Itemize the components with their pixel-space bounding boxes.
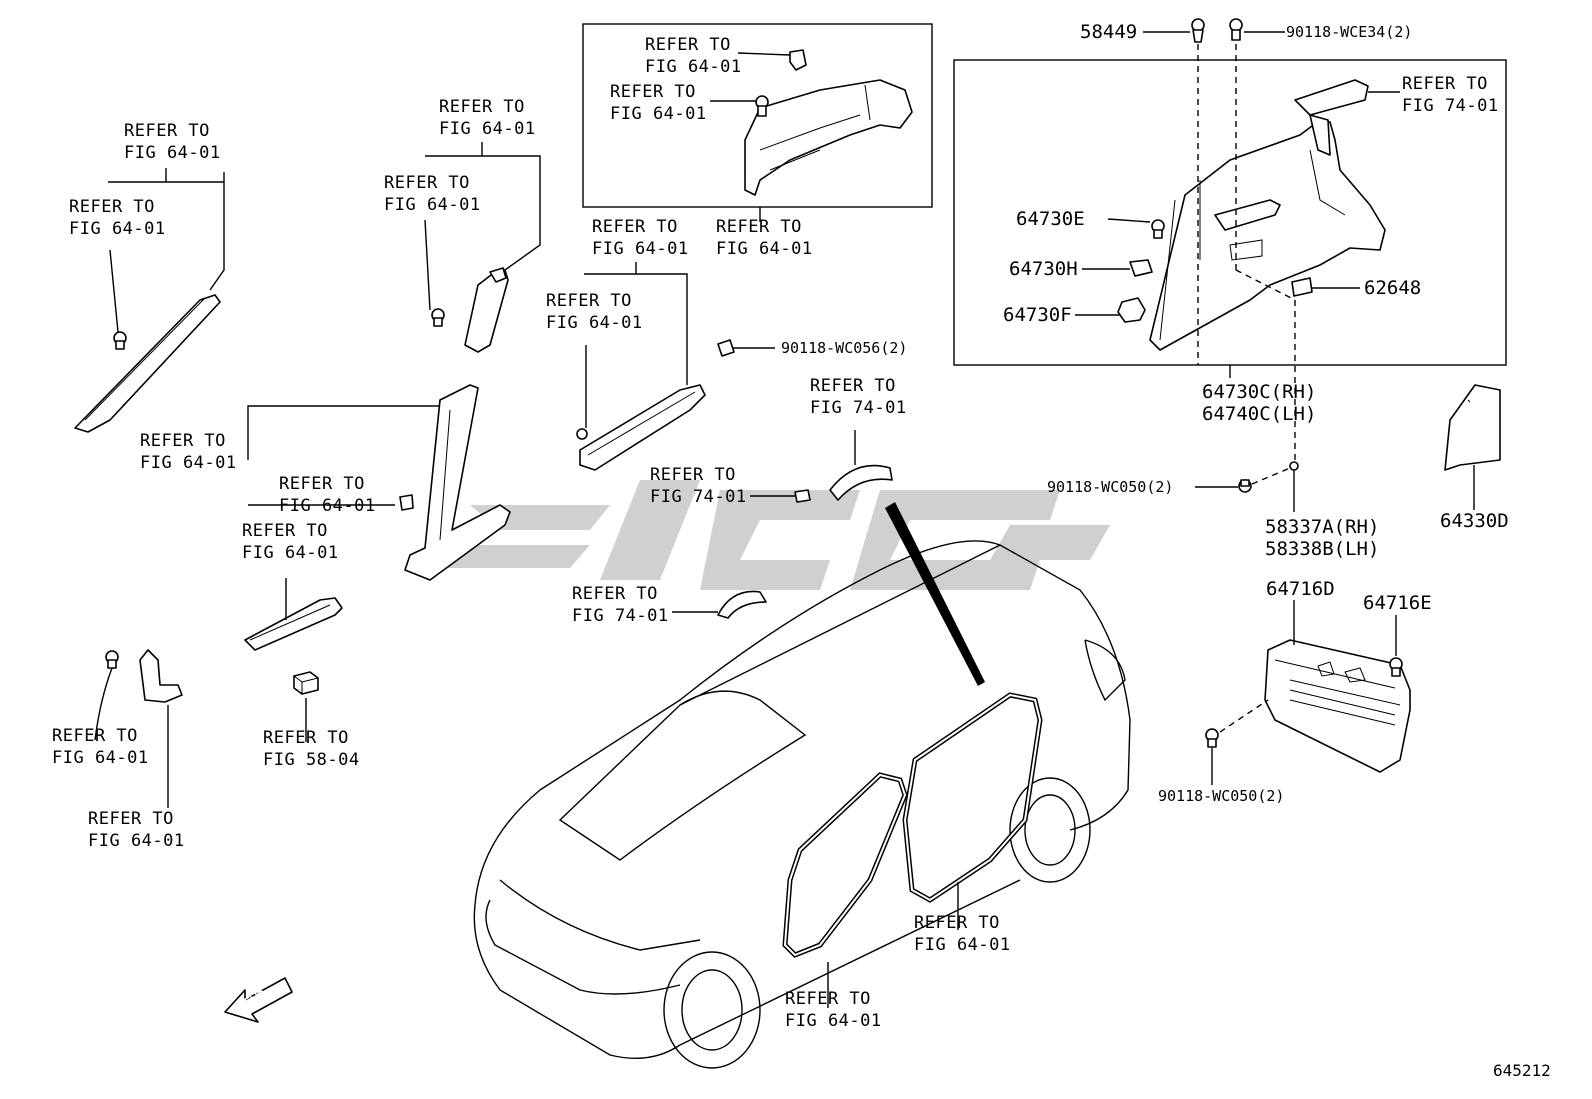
clip-a-pillar xyxy=(113,331,127,350)
clip-64730f xyxy=(1117,297,1146,323)
part-58337a: 58337A(RH) 58338B(LH) xyxy=(1265,516,1380,560)
screw-wce34 xyxy=(1229,18,1243,41)
ref-label-cowl-trim: REFER TO FIG 64-01 xyxy=(88,809,185,851)
clip-top-1 xyxy=(789,49,807,71)
ref-label-rear-weatherstrip: REFER TO FIG 64-01 xyxy=(914,913,1011,955)
part-64730c: 64730C(RH) 64740C(LH) xyxy=(1202,381,1317,425)
part-90118-wce34: 90118-WCE34(2) xyxy=(1286,23,1413,41)
part-64730e: 64730E xyxy=(1016,208,1085,230)
part-90118-wc050-b: 90118-WC050(2) xyxy=(1158,787,1285,805)
ref-label-b-pillar-clip: REFER TO FIG 64-01 xyxy=(384,173,481,215)
location-pointer xyxy=(885,502,985,686)
ref-label-rear-grip: REFER TO FIG 74-01 xyxy=(810,376,907,418)
clip-64730e xyxy=(1151,219,1165,239)
part-58449: 58449 xyxy=(1080,21,1138,43)
part-90118-wc056: 90118-WC056(2) xyxy=(781,339,908,357)
deck-trim-rear-64716d xyxy=(1264,639,1411,773)
clip-b-lower xyxy=(399,494,414,511)
cover-panel-64330d xyxy=(1444,384,1501,471)
rear-door-scuff-plate xyxy=(579,384,706,471)
bolt-wc050-b xyxy=(1205,728,1219,748)
bolt-wc050-a xyxy=(1238,479,1252,493)
clip-cowl xyxy=(105,650,119,669)
part-62648: 62648 xyxy=(1364,277,1422,299)
part-64716e: 64716E xyxy=(1363,592,1432,614)
fwd-arrow-icon xyxy=(224,977,293,1023)
ref-label-switch: REFER TO FIG 58-04 xyxy=(263,728,360,770)
bolt-wc056 xyxy=(717,339,775,357)
ref-label-front-grip: REFER TO FIG 74-01 xyxy=(572,584,669,626)
front-door-scuff-plate xyxy=(244,597,343,651)
upper-trim-box xyxy=(582,23,933,208)
part-90118-wc050-a: 90118-WC050(2) xyxy=(1047,478,1174,496)
ref-label-b-lower-clip: REFER TO FIG 64-01 xyxy=(279,474,376,516)
deck-side-trim xyxy=(1149,79,1386,351)
clip-64716e xyxy=(1389,657,1403,677)
ref-label-a-pillar-clip: REFER TO FIG 64-01 xyxy=(69,197,166,239)
ref-label-front-scuff: REFER TO FIG 64-01 xyxy=(242,521,339,563)
part-64730h: 64730H xyxy=(1009,258,1078,280)
clip-64730h xyxy=(1129,259,1153,277)
front-pillar-garnish xyxy=(74,294,221,433)
figure-id: 645212 xyxy=(1493,1061,1551,1080)
ref-label-top-bolt: REFER TO FIG 64-01 xyxy=(610,82,707,124)
assist-grip-front xyxy=(717,590,767,619)
ref-label-deck-cover: REFER TO FIG 74-01 xyxy=(1402,74,1499,116)
clip-rear-scuff xyxy=(576,428,588,440)
center-pillar-upper-garnish xyxy=(464,267,509,353)
clip-58449 xyxy=(1191,18,1205,43)
ref-label-b-pillar: REFER TO FIG 64-01 xyxy=(439,97,536,139)
ref-label-grip-bolt: REFER TO FIG 74-01 xyxy=(650,465,747,507)
clip-b-pillar xyxy=(431,308,445,327)
upper-back-door-trim xyxy=(744,79,913,196)
hole-58337a xyxy=(1289,461,1299,471)
part-64730f: 64730F xyxy=(1003,304,1072,326)
watermark-logo xyxy=(440,480,1110,590)
switch-block xyxy=(293,671,319,695)
pad-62648 xyxy=(1291,277,1313,297)
ref-label-a-pillar: REFER TO FIG 64-01 xyxy=(124,121,221,163)
ref-label-rear-scuff-clip: REFER TO FIG 64-01 xyxy=(546,291,643,333)
part-64330d: 64330D xyxy=(1440,510,1509,532)
center-pillar-lower-garnish xyxy=(404,384,511,581)
bolt-top-2 xyxy=(755,95,769,117)
ref-label-cowl-clip: REFER TO FIG 64-01 xyxy=(52,726,149,768)
front-door-weatherstrip xyxy=(782,772,908,958)
ref-label-top-trim: REFER TO FIG 64-01 xyxy=(716,217,813,259)
assist-grip-rear xyxy=(829,464,893,501)
rear-door-weatherstrip xyxy=(902,692,1043,903)
part-64716d: 64716D xyxy=(1266,578,1335,600)
ref-label-b-lower: REFER TO FIG 64-01 xyxy=(140,431,237,473)
cowl-side-trim xyxy=(139,649,183,703)
grip-bolt xyxy=(794,489,811,503)
ref-label-front-weatherstrip: REFER TO FIG 64-01 xyxy=(785,989,882,1031)
ref-label-top-clip: REFER TO FIG 64-01 xyxy=(645,35,742,77)
ref-label-rear-scuff: REFER TO FIG 64-01 xyxy=(592,217,689,259)
